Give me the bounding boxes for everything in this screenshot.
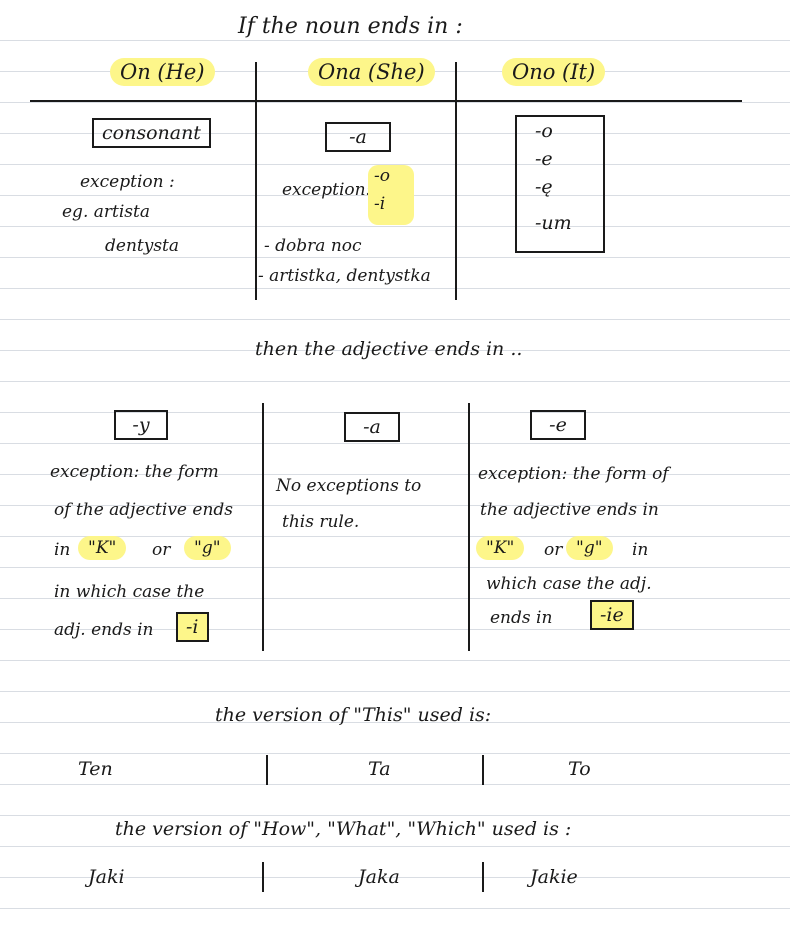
adj-neut-k: "K": [476, 536, 525, 560]
fem-exception-2: -i: [374, 194, 386, 214]
noun-ending-a: -a: [325, 122, 391, 152]
column-divider-1: [255, 62, 257, 300]
adj-divider-2: [468, 403, 470, 651]
adj-masc-note-3: in: [54, 540, 71, 560]
adj-neut-note-1: exception: the form of: [478, 464, 669, 484]
fem-exception-highlight: [368, 165, 414, 225]
adj-fem-note-2: this rule.: [282, 512, 360, 532]
adj-ending-a: -a: [344, 412, 400, 442]
this-heading: the version of "This" used is:: [215, 704, 492, 726]
how-divider-2: [482, 862, 484, 892]
header-divider: [30, 100, 742, 102]
masc-example-2: dentysta: [105, 236, 180, 256]
neuter-ending-3: -ę: [535, 176, 553, 198]
noun-ending-consonant: consonant: [92, 118, 211, 148]
column-divider-2: [455, 62, 457, 300]
adj-masc-note-5: adj. ends in: [54, 620, 154, 640]
column-header-he: On (He): [110, 58, 215, 86]
adj-neut-note-3: which case the adj.: [486, 574, 652, 594]
this-divider-2: [482, 755, 484, 785]
neuter-ending-2: -e: [535, 148, 553, 170]
masc-exception-label: exception :: [80, 172, 175, 192]
how-heading: the version of "How", "What", "Which" us…: [115, 818, 572, 840]
fem-example-2: - artistka, dentystka: [258, 266, 431, 286]
adj-neut-note-2: the adjective ends in: [480, 500, 659, 520]
adj-masc-k: "K": [78, 536, 127, 560]
fem-exception-1: -o: [374, 166, 390, 186]
adj-masc-g: "g": [184, 536, 231, 560]
this-divider-1: [266, 755, 268, 785]
adj-neut-ending-ie: -ie: [590, 600, 634, 630]
how-value-jaka: Jaka: [358, 866, 400, 888]
fem-exception-label: exception:: [282, 180, 372, 200]
adj-masc-ending-i: -i: [176, 612, 209, 642]
neuter-ending-1: -o: [535, 120, 553, 142]
this-value-ten: Ten: [78, 758, 113, 780]
how-divider-1: [262, 862, 264, 892]
adj-ending-e: -e: [530, 410, 586, 440]
fem-example-1: - dobra noc: [264, 236, 362, 256]
adj-neut-g: "g": [566, 536, 613, 560]
neuter-ending-4: -um: [535, 212, 572, 234]
adj-divider-1: [262, 403, 264, 651]
adj-masc-note-4: in which case the: [54, 582, 205, 602]
adj-neut-note-4: ends in: [490, 608, 553, 628]
adj-neut-in: in: [632, 540, 649, 560]
masc-example-1: eg. artista: [62, 202, 150, 222]
adjective-heading: then the adjective ends in ..: [255, 338, 523, 360]
this-value-ta: Ta: [368, 758, 391, 780]
adj-ending-y: -y: [114, 410, 168, 440]
noun-heading: If the noun ends in :: [238, 14, 463, 39]
adj-masc-or: or: [152, 540, 171, 560]
neuter-endings-box: [515, 115, 605, 253]
adj-masc-note-2: of the adjective ends: [54, 500, 233, 520]
column-header-it: Ono (It): [502, 58, 606, 86]
adj-fem-note-1: No exceptions to: [276, 476, 422, 496]
adj-neut-or: or: [544, 540, 563, 560]
adj-masc-note-1: exception: the form: [50, 462, 219, 482]
column-header-she: Ona (She): [308, 58, 435, 86]
this-value-to: To: [568, 758, 591, 780]
how-value-jakie: Jakie: [530, 866, 578, 888]
how-value-jaki: Jaki: [88, 866, 125, 888]
